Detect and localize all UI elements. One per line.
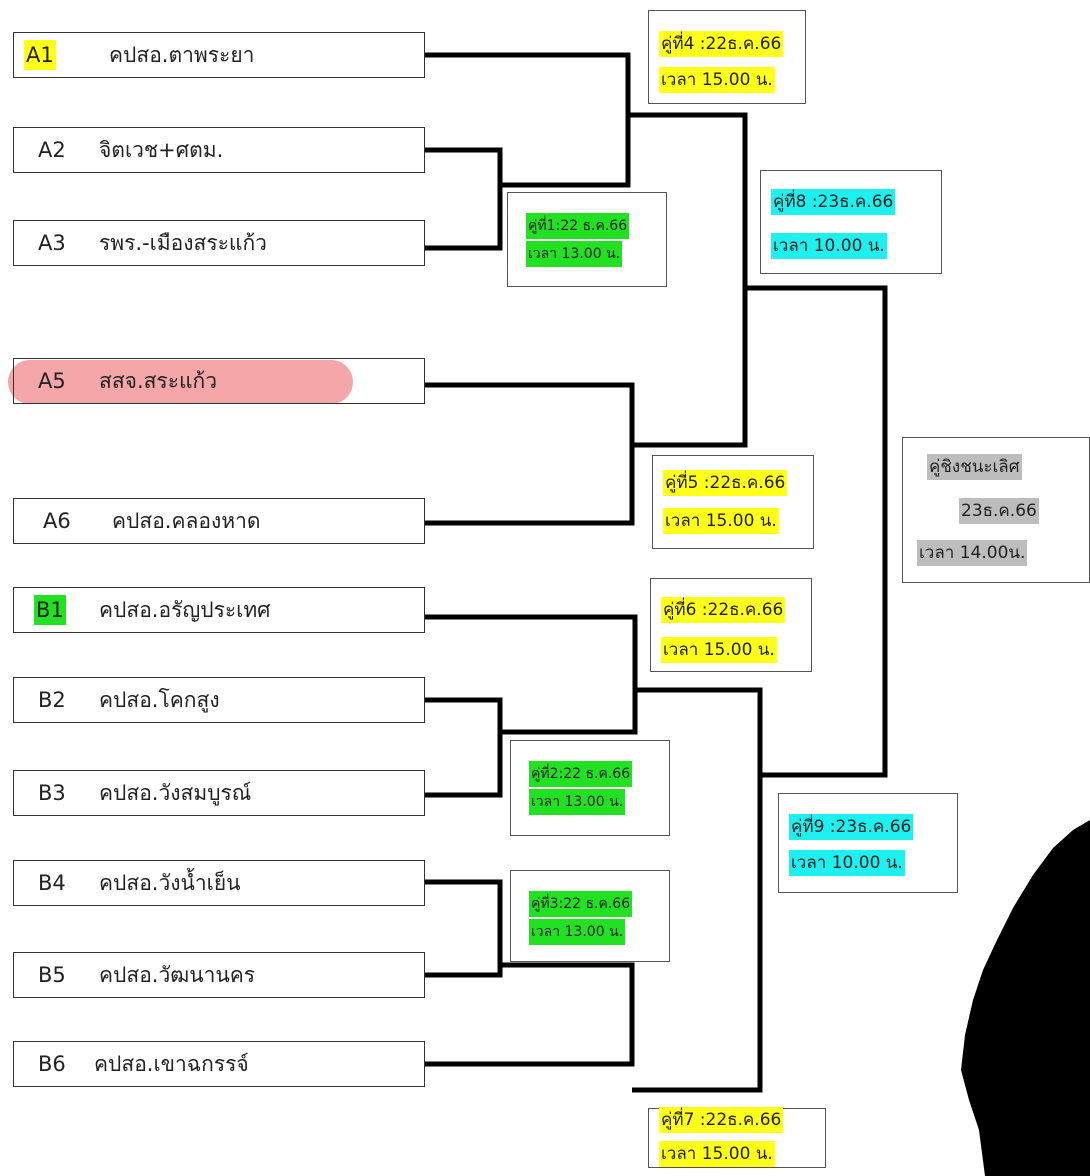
match-1-box: คู่ที่1:22 ธ.ค.66 เวลา 13.00 น. — [507, 192, 667, 287]
final-title: คู่ชิงชนะเลิศ — [927, 454, 1022, 480]
team-name: คปสอ.คลองหาด — [112, 509, 261, 533]
match-date: คู่ที่8 :23ธ.ค.66 — [771, 189, 896, 215]
connector-a2 — [425, 147, 503, 251]
match-5-box: คู่ที่5 :22ธ.ค.66 เวลา 15.00 น. — [652, 455, 814, 549]
team-b6: B6 คปสอ.เขาฉกรรจ์ — [13, 1041, 425, 1087]
team-b3: B3 คปสอ.วังสมบูรณ์ — [13, 770, 425, 816]
match-date: คู่ที่1:22 ธ.ค.66 — [526, 213, 630, 239]
final-date: 23ธ.ค.66 — [959, 498, 1039, 524]
match-date: คู่ที่3:22 ธ.ค.66 — [529, 891, 633, 917]
team-name: คปสอ.วัฒนานคร — [99, 963, 256, 987]
connector-a1 — [425, 52, 631, 188]
team-name: จิตเวช+ศตม. — [99, 138, 224, 162]
team-code: B4 — [38, 871, 66, 895]
team-code: A3 — [38, 231, 66, 255]
final-match-box: คู่ชิงชนะเลิศ 23ธ.ค.66 เวลา 14.00น. — [902, 437, 1090, 583]
connector-upper-semi — [628, 112, 748, 448]
team-name: คปสอ.เขาฉกรรจ์ — [94, 1052, 249, 1076]
match-4-box: คู่ที่4 :22ธ.ค.66 เวลา 15.00 น. — [648, 10, 806, 104]
connector-lower-semi — [632, 687, 763, 1093]
match-time: เวลา 15.00 น. — [663, 508, 779, 534]
team-name: รพร.-เมืองสระแก้ว — [99, 231, 267, 255]
match-3-box: คู่ที่3:22 ธ.ค.66 เวลา 13.00 น. — [510, 870, 670, 962]
final-time: เวลา 14.00น. — [917, 540, 1028, 566]
team-name: คปสอ.อรัญประเทศ — [99, 598, 271, 622]
team-b5: B5 คปสอ.วัฒนานคร — [13, 952, 425, 998]
match-time: เวลา 13.00 น. — [529, 919, 626, 945]
connector-b4-b5 — [425, 879, 503, 978]
team-code: A1 — [24, 40, 56, 70]
match-time: เวลา 15.00 น. — [661, 637, 777, 663]
connector-a5-a6 — [425, 382, 635, 526]
team-b2: B2 คปสอ.โคกสูง — [13, 677, 425, 723]
team-code: B1 — [34, 595, 66, 625]
match-time: เวลา 13.00 น. — [529, 789, 626, 815]
match-date: คู่ที่7 :22ธ.ค.66 — [659, 1107, 784, 1133]
match-date: คู่ที่2:22 ธ.ค.66 — [529, 761, 633, 787]
team-code: A2 — [38, 138, 66, 162]
connector-final — [745, 285, 888, 778]
team-a1: A1 คปสอ.ตาพระยา — [13, 32, 425, 78]
connector-b6 — [425, 962, 635, 1067]
match-time: เวลา 15.00 น. — [659, 1141, 775, 1167]
team-name: คปสอ.โคกสูง — [99, 688, 220, 712]
team-code: B3 — [38, 781, 66, 805]
team-a6: A6 คปสอ.คลองหาด — [13, 498, 425, 544]
team-b4: B4 คปสอ.วังน้ำเย็น — [13, 860, 425, 906]
match-time: เวลา 10.00 น. — [789, 850, 905, 876]
match-7-box: คู่ที่7 :22ธ.ค.66 เวลา 15.00 น. — [648, 1107, 826, 1168]
team-name: สสจ.สระแก้ว — [99, 369, 218, 393]
team-name: คปสอ.วังน้ำเย็น — [99, 871, 241, 895]
silhouette-figure-icon — [961, 820, 1090, 1176]
match-date: คู่ที่5 :22ธ.ค.66 — [663, 470, 788, 496]
connector-b2-b3 — [425, 697, 503, 798]
team-a3: A3 รพร.-เมืองสระแก้ว — [13, 220, 425, 266]
match-date: คู่ที่6 :22ธ.ค.66 — [661, 597, 786, 623]
team-code: B2 — [38, 688, 66, 712]
match-6-box: คู่ที่6 :22ธ.ค.66 เวลา 15.00 น. — [650, 578, 812, 672]
team-code: B5 — [38, 963, 66, 987]
connector-b1 — [425, 614, 638, 735]
team-name: คปสอ.วังสมบูรณ์ — [99, 781, 252, 805]
match-2-box: คู่ที่2:22 ธ.ค.66 เวลา 13.00 น. — [510, 740, 670, 836]
match-9-box: คู่ที่9 :23ธ.ค.66 เวลา 10.00 น. — [778, 793, 958, 893]
match-date: คู่ที่4 :22ธ.ค.66 — [659, 31, 784, 57]
match-time: เวลา 13.00 น. — [526, 241, 623, 267]
team-code: A6 — [43, 509, 71, 533]
team-a5: A5 สสจ.สระแก้ว — [13, 358, 425, 404]
team-b1: B1 คปสอ.อรัญประเทศ — [13, 587, 425, 633]
match-date: คู่ที่9 :23ธ.ค.66 — [789, 814, 914, 840]
team-code: B6 — [38, 1052, 66, 1076]
match-time: เวลา 10.00 น. — [771, 233, 887, 259]
team-code: A5 — [38, 369, 66, 393]
team-name: คปสอ.ตาพระยา — [109, 43, 255, 67]
match-time: เวลา 15.00 น. — [659, 67, 775, 93]
match-8-box: คู่ที่8 :23ธ.ค.66 เวลา 10.00 น. — [760, 170, 942, 274]
team-a2: A2 จิตเวช+ศตม. — [13, 127, 425, 173]
a5-highlight-pill — [8, 360, 353, 404]
